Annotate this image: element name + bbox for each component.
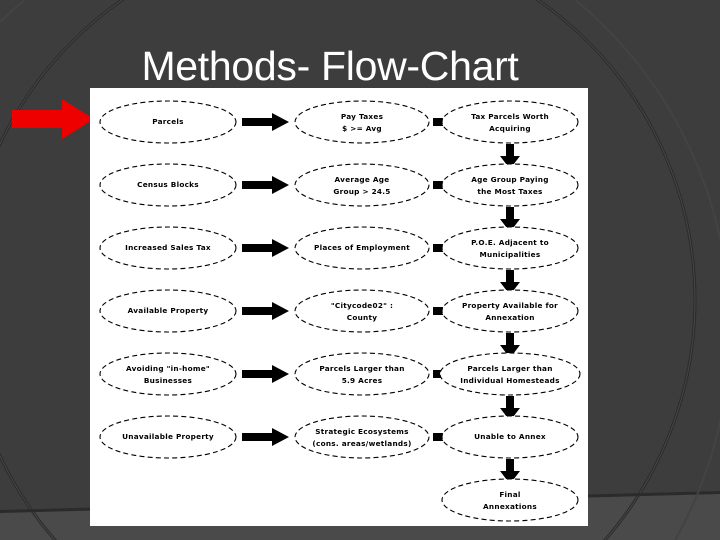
red-pointer-arrow — [12, 99, 94, 139]
node-strategic-ecosystems[interactable] — [294, 415, 430, 459]
flowchart-diagram: Parcels Pay Taxes $ >= Avg Tax Parcels W… — [99, 100, 581, 522]
page-title: Methods- Flow-Chart — [141, 43, 519, 89]
node-parcels-larger-than-individual-homesteads-line1: Parcels Larger than — [467, 364, 552, 373]
arrow-r6-c1-c2 — [242, 428, 289, 446]
node-parcels-larger-than-individual-homesteads[interactable] — [439, 352, 581, 396]
node-parcels[interactable] — [99, 100, 237, 144]
node-unable-to-annex-line1: Unable to Annex — [474, 432, 546, 441]
node-avoiding-in-home-businesses-line1: Avoiding "in-home" — [126, 364, 210, 373]
node-average-age-group[interactable] — [294, 163, 430, 207]
node-census-blocks-line1: Census Blocks — [137, 180, 199, 189]
node-age-group-paying-most-taxes[interactable] — [441, 163, 579, 207]
arrow-c3-r3-r4 — [500, 270, 520, 295]
node-unavailable-property[interactable] — [99, 415, 237, 459]
node-tax-parcels-worth-acquiring[interactable] — [441, 100, 579, 144]
node-final-annexations-line2: Annexations — [483, 502, 537, 511]
node-avoiding-in-home-businesses[interactable] — [99, 352, 237, 396]
node-age-group-paying-most-taxes-line2: the Most Taxes — [477, 187, 542, 196]
node-places-of-employment-line1: Places of Employment — [314, 243, 410, 252]
node-avoiding-in-home-businesses-line2: Businesses — [144, 376, 192, 385]
node-census-blocks[interactable] — [99, 163, 237, 207]
node-available-property[interactable] — [99, 289, 237, 333]
node-places-of-employment[interactable] — [294, 226, 430, 270]
node-citycode02-county-line2: County — [347, 313, 378, 322]
arrow-r2-c1-c2 — [242, 176, 289, 194]
node-increased-sales-tax[interactable] — [99, 226, 237, 270]
node-tax-parcels-worth-acquiring-line2: Acquiring — [489, 124, 531, 133]
node-strategic-ecosystems-line2: (cons. areas/wetlands) — [312, 439, 411, 448]
node-pay-taxes-line1: Pay Taxes — [341, 112, 383, 121]
node-citycode02-county-line1: "Citycode02" : — [331, 301, 393, 310]
node-parcels-line1: Parcels — [152, 117, 184, 126]
arrow-c3-r2-r3 — [500, 207, 520, 232]
node-property-available-for-annexation-line1: Property Available for — [462, 301, 558, 310]
flowchart-panel: Parcels Pay Taxes $ >= Avg Tax Parcels W… — [90, 88, 588, 526]
arrow-r4-c1-c2 — [242, 302, 289, 320]
arrow-r5-c1-c2 — [242, 365, 289, 383]
node-increased-sales-tax-line1: Increased Sales Tax — [125, 243, 211, 252]
node-parcels-larger-than-5-9-acres-line1: Parcels Larger than — [319, 364, 404, 373]
node-parcels-larger-than-individual-homesteads-line2: Individual Homesteads — [460, 376, 559, 385]
node-age-group-paying-most-taxes-line1: Age Group Paying — [471, 175, 548, 184]
node-parcels-larger-than-5-9-acres-line2: 5.9 Acres — [342, 376, 383, 385]
arrow-c3-r5-r6 — [500, 396, 520, 421]
node-average-age-group-line2: Group > 24.5 — [333, 187, 390, 196]
node-final-annexations[interactable] — [441, 478, 579, 522]
node-parcels-larger-than-5-9-acres[interactable] — [294, 352, 430, 396]
node-unable-to-annex[interactable] — [441, 415, 579, 459]
arrow-r3-c1-c2 — [242, 239, 289, 257]
node-property-available-for-annexation[interactable] — [441, 289, 579, 333]
arrow-c3-r4-r5 — [500, 333, 520, 358]
node-citycode02-county[interactable] — [294, 289, 430, 333]
node-strategic-ecosystems-line1: Strategic Ecosystems — [315, 427, 408, 436]
arrow-c3-r6-r7 — [500, 459, 520, 484]
node-average-age-group-line1: Average Age — [335, 175, 390, 184]
arrow-c3-r1-r2 — [500, 144, 520, 169]
node-unavailable-property-line1: Unavailable Property — [122, 432, 214, 441]
node-poe-adjacent-to-municipalities-line2: Municipalities — [480, 250, 541, 259]
node-tax-parcels-worth-acquiring-line1: Tax Parcels Worth — [471, 112, 549, 121]
node-pay-taxes[interactable] — [294, 100, 430, 144]
node-available-property-line1: Available Property — [128, 306, 209, 315]
node-property-available-for-annexation-line2: Annexation — [485, 313, 534, 322]
node-poe-adjacent-to-municipalities[interactable] — [441, 226, 579, 270]
node-pay-taxes-line2: $ >= Avg — [342, 124, 382, 133]
node-final-annexations-line1: Final — [499, 490, 520, 499]
node-poe-adjacent-to-municipalities-line1: P.O.E. Adjacent to — [471, 238, 549, 247]
arrow-r1-c1-c2 — [242, 113, 289, 131]
